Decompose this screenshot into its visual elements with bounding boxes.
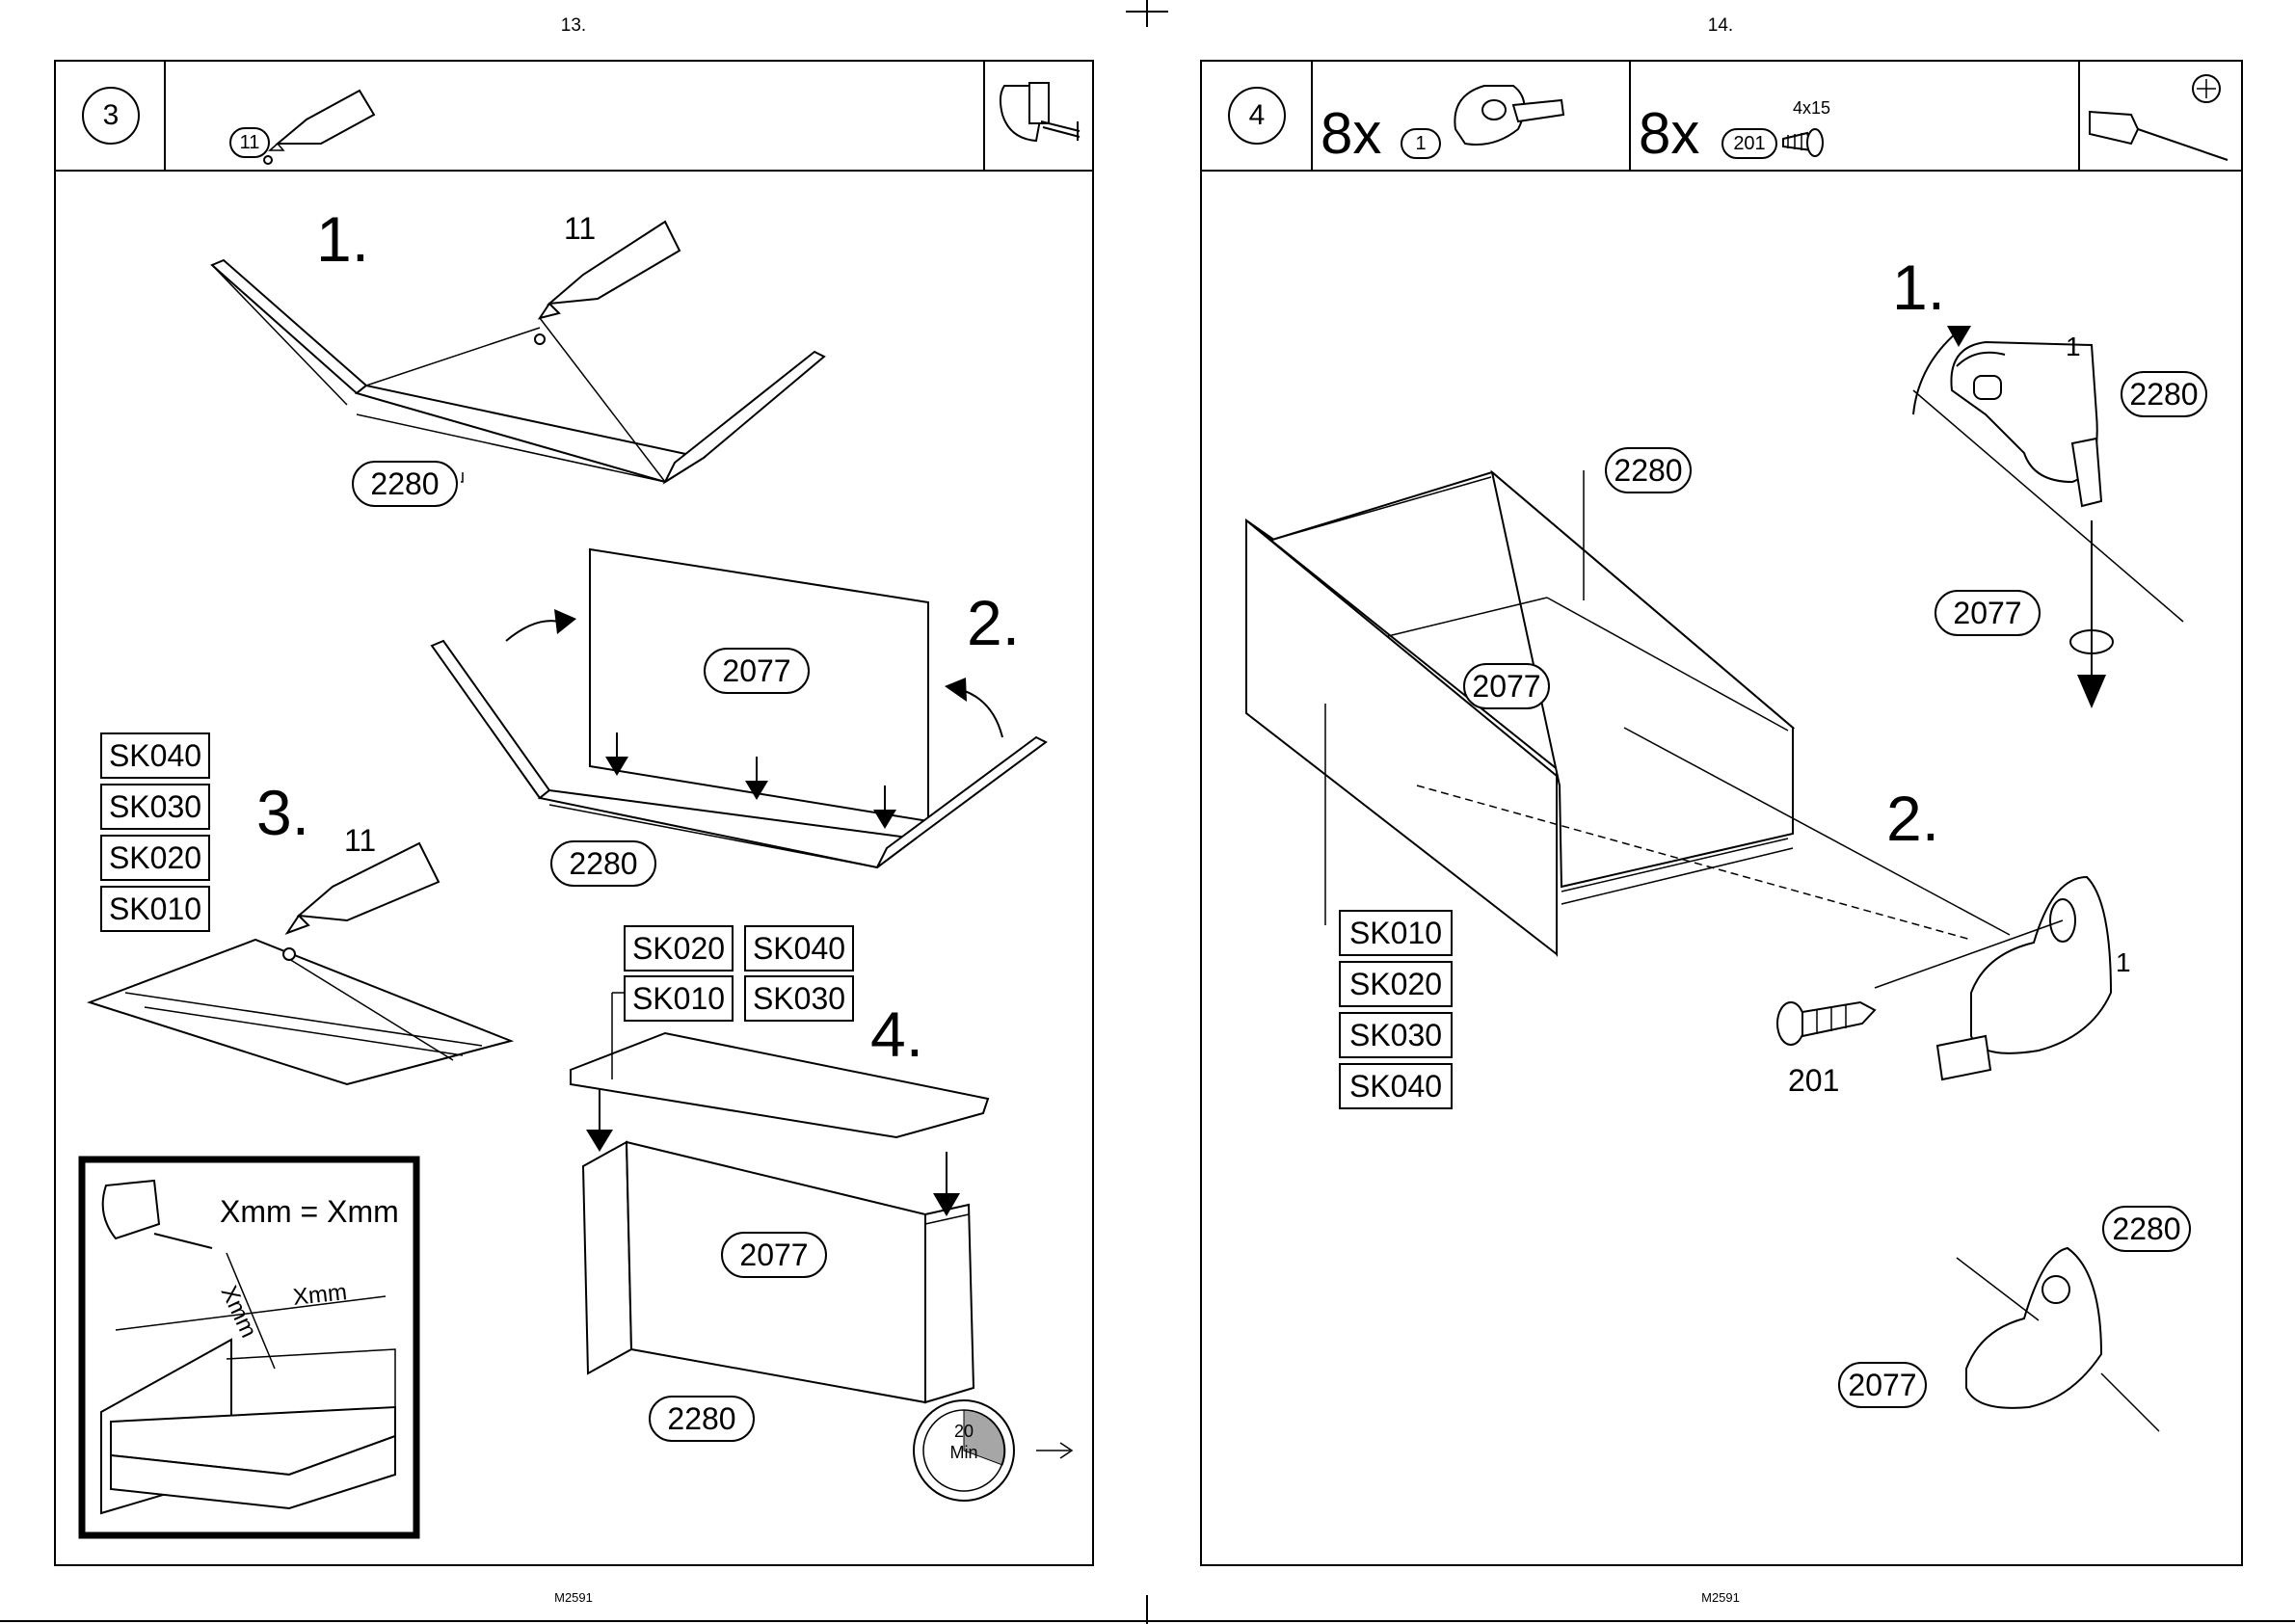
step4-sk-item-4: SK040 xyxy=(1339,1063,1453,1109)
drawer-part-label-2280: 2280 xyxy=(1605,447,1692,493)
step4-substep-2-label: 2. xyxy=(1886,786,1939,850)
detail1-part-label-2077: 2077 xyxy=(1935,590,2041,636)
step4-sk-item-3: SK030 xyxy=(1339,1012,1453,1058)
step4-substep-1-label: 1. xyxy=(1892,255,1945,319)
step4-sk-item-1: SK010 xyxy=(1339,910,1453,956)
detail3-bracket xyxy=(1957,1248,2159,1431)
drawer-assembly xyxy=(1246,472,1793,954)
detail1-part-label-2280: 2280 xyxy=(2121,371,2207,417)
detail3-part-label-2077: 2077 xyxy=(1838,1362,1927,1408)
detail2-screw xyxy=(1777,1002,1875,1045)
step4-sk-item-2: SK020 xyxy=(1339,961,1453,1007)
detail2-bracket xyxy=(1875,877,2111,1079)
drawer-part-label-2077: 2077 xyxy=(1463,663,1550,709)
detail3-part-label-2280: 2280 xyxy=(2102,1206,2191,1252)
detail2-bracket-label: 1 xyxy=(2116,946,2131,979)
screw-label-201: 201 xyxy=(1788,1064,1839,1097)
detail1-bracket-label: 1 xyxy=(2066,331,2081,363)
